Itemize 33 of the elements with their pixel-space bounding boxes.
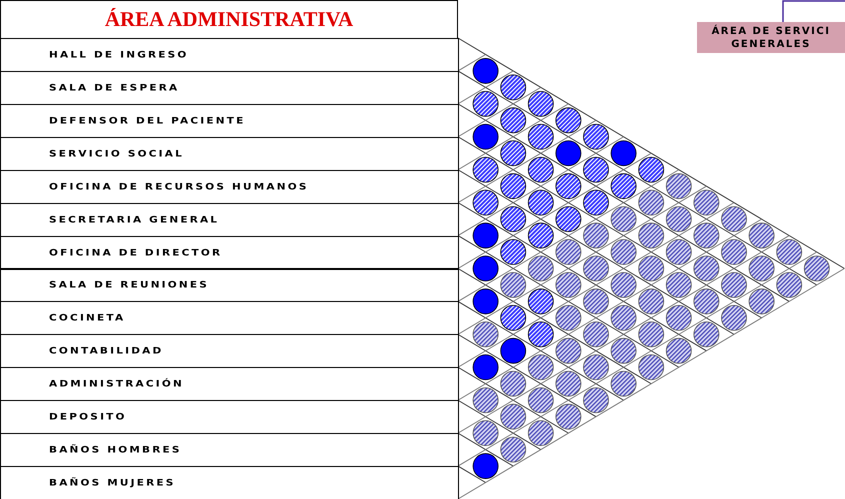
room-name: SECRETARIA GENERAL bbox=[49, 214, 220, 225]
table-row bbox=[0, 301, 459, 336]
table-row bbox=[0, 334, 459, 368]
table-row bbox=[0, 433, 459, 468]
zone-box bbox=[697, 22, 845, 53]
room-name: ÁREA DE SERVICI GENERALES bbox=[710, 24, 832, 50]
room-name: CONTABILIDAD bbox=[49, 346, 164, 356]
table-row bbox=[0, 367, 459, 402]
table-row bbox=[0, 236, 459, 270]
room-name: ADMINISTRACIÓN bbox=[49, 379, 184, 390]
room-name: COCINETA bbox=[49, 313, 126, 324]
room-name: DEPOSITO bbox=[49, 412, 127, 422]
table-row bbox=[0, 202, 459, 237]
table-row bbox=[0, 38, 459, 72]
table-row bbox=[0, 268, 459, 302]
table-row bbox=[0, 400, 459, 434]
table-row bbox=[0, 104, 459, 138]
room-name: BAÑOS MUJERES bbox=[49, 478, 176, 488]
table-row bbox=[0, 70, 459, 105]
table-row bbox=[0, 136, 459, 171]
table-row bbox=[0, 466, 459, 499]
connector-line bbox=[782, 0, 845, 22]
room-name: OFICINA DE DIRECTOR bbox=[49, 247, 222, 258]
header-cell bbox=[0, 0, 458, 39]
room-name: SALA DE REUNIONES bbox=[49, 280, 210, 291]
room-name: SALA DE ESPERA bbox=[49, 82, 180, 93]
table-title: ÁREA ADMINISTRATIVA bbox=[104, 7, 354, 32]
room-name: DEFENSOR DEL PACIENTE bbox=[49, 116, 246, 126]
room-name: OFICINA DE RECURSOS HUMANOS bbox=[49, 182, 309, 192]
room-name: BAÑOS HOMBRES bbox=[49, 445, 182, 456]
room-name: SERVICIO SOCIAL bbox=[49, 148, 184, 159]
room-name: HALL DE INGRESO bbox=[49, 50, 189, 60]
table-row bbox=[0, 170, 459, 204]
